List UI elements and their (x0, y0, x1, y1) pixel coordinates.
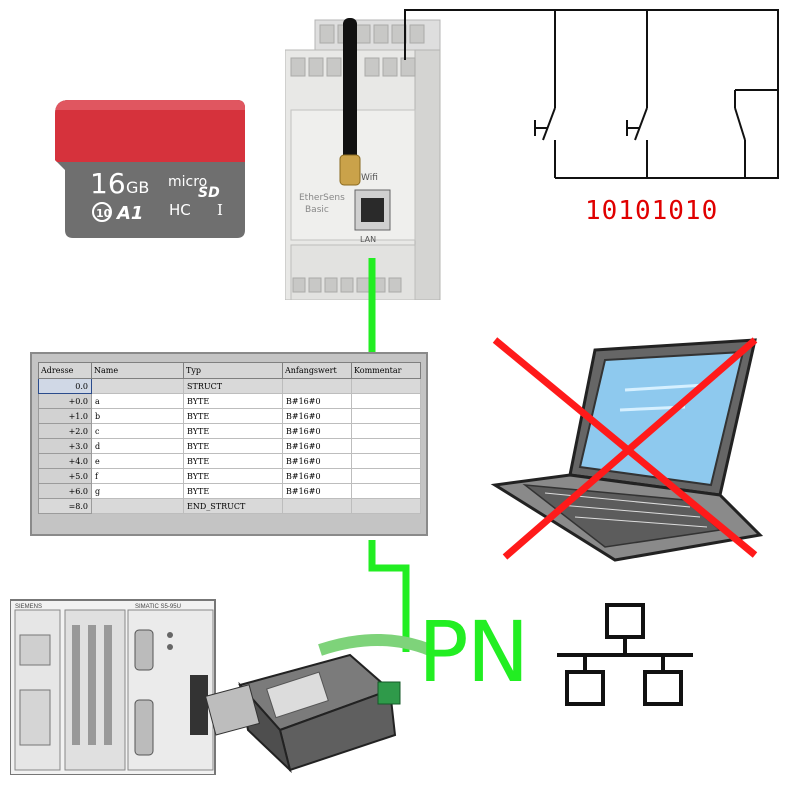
cell-name[interactable]: f (91, 468, 184, 484)
plc-vendor: SIEMENS (15, 604, 42, 610)
cell-name[interactable]: a (91, 393, 184, 409)
cell-name[interactable] (91, 498, 184, 514)
cell-type[interactable]: BYTE (183, 438, 283, 454)
cell-comment[interactable] (351, 438, 421, 454)
cell-comment[interactable] (351, 483, 421, 499)
cell-comment[interactable] (351, 378, 421, 394)
cell-comment[interactable] (351, 498, 421, 514)
sd-app-class: A1 (115, 203, 143, 224)
switch-schematic (404, 9, 779, 179)
header-initial-value[interactable]: Anfangswert (282, 362, 352, 379)
cell-name[interactable]: e (91, 453, 184, 469)
mpi-adapter (204, 634, 430, 774)
cell-comment[interactable] (351, 423, 421, 439)
sd-brand-micro: micro (168, 174, 207, 190)
sd-card-icon: 16 GB 10 A1 micro SD HC I (55, 100, 245, 238)
sd-uhs: I (217, 201, 223, 219)
data-block-table: Adresse Name Typ Anfangswert Kommentar 0… (38, 362, 421, 514)
cell-name[interactable] (91, 378, 184, 394)
cell-address[interactable]: +4.0 (38, 453, 92, 469)
cell-address[interactable]: 0.0 (38, 378, 92, 394)
sd-capacity: 16 (90, 167, 126, 200)
cell-initial-value[interactable]: B#16#0 (282, 453, 352, 469)
header-comment[interactable]: Kommentar (351, 362, 421, 379)
header-address[interactable]: Adresse (38, 362, 92, 379)
header-name[interactable]: Name (91, 362, 184, 379)
cell-type[interactable]: BYTE (183, 453, 283, 469)
table-header-row: Adresse Name Typ Anfangswert Kommentar (38, 362, 421, 379)
pn-label: PN (418, 603, 529, 701)
brand-line2: Basic (305, 205, 329, 215)
cell-type[interactable]: BYTE (183, 423, 283, 439)
cell-initial-value[interactable]: B#16#0 (282, 408, 352, 424)
cell-initial-value[interactable]: B#16#0 (282, 423, 352, 439)
cross-line-1 (492, 337, 758, 558)
cell-address[interactable]: +5.0 (38, 468, 92, 484)
cell-comment[interactable] (351, 408, 421, 424)
sd-hc: HC (169, 201, 191, 219)
cell-address[interactable]: +0.0 (38, 393, 92, 409)
cell-type[interactable]: BYTE (183, 483, 283, 499)
cell-initial-value[interactable]: B#16#0 (282, 393, 352, 409)
wifi-label: Wifi (361, 173, 378, 183)
cell-name[interactable]: g (91, 483, 184, 499)
cell-address[interactable]: =8.0 (38, 498, 92, 514)
brand-line1: EtherSens (299, 193, 345, 203)
laptop-icon (490, 337, 764, 562)
cross-line-2 (502, 337, 758, 560)
table-row[interactable]: =8.0 END_STRUCT (38, 498, 421, 514)
cell-comment[interactable] (351, 393, 421, 409)
cell-comment[interactable] (351, 468, 421, 484)
cell-initial-value[interactable] (282, 378, 352, 394)
header-type[interactable]: Typ (183, 362, 283, 379)
cell-initial-value[interactable]: B#16#0 (282, 483, 352, 499)
lan-label: LAN (360, 235, 376, 244)
sd-unit: GB (126, 178, 149, 197)
data-block-table-window: Adresse Name Typ Anfangswert Kommentar 0… (30, 352, 428, 536)
plc-model: SIMATIC S5-95U (135, 604, 181, 610)
cell-address[interactable]: +1.0 (38, 408, 92, 424)
speed-class-icon (92, 202, 112, 222)
ethersens-module: Wifi EtherSens Basic LAN (285, 18, 441, 300)
bit-pattern: 10101010 (585, 196, 719, 226)
cell-type[interactable]: END_STRUCT (183, 498, 283, 514)
cell-type[interactable]: STRUCT (183, 378, 283, 394)
sd-speed-class: 10 (96, 207, 112, 220)
network-topology-icon (557, 603, 693, 706)
cell-name[interactable]: c (91, 423, 184, 439)
cell-comment[interactable] (351, 453, 421, 469)
cell-type[interactable]: BYTE (183, 408, 283, 424)
cell-initial-value[interactable]: B#16#0 (282, 438, 352, 454)
sd-brand-sd: SD (198, 185, 220, 201)
antenna-icon (343, 18, 357, 168)
cell-address[interactable]: +3.0 (38, 438, 92, 454)
table-row[interactable]: 0.0 STRUCT (38, 378, 421, 394)
cell-name[interactable]: b (91, 408, 184, 424)
cell-initial-value[interactable]: B#16#0 (282, 468, 352, 484)
cell-name[interactable]: d (91, 438, 184, 454)
plc-device: SIEMENS SIMATIC S5-95U (10, 599, 216, 775)
cell-address[interactable]: +2.0 (38, 423, 92, 439)
cell-type[interactable]: BYTE (183, 468, 283, 484)
cell-initial-value[interactable] (282, 498, 352, 514)
cell-address[interactable]: +6.0 (38, 483, 92, 499)
cell-type[interactable]: BYTE (183, 393, 283, 409)
